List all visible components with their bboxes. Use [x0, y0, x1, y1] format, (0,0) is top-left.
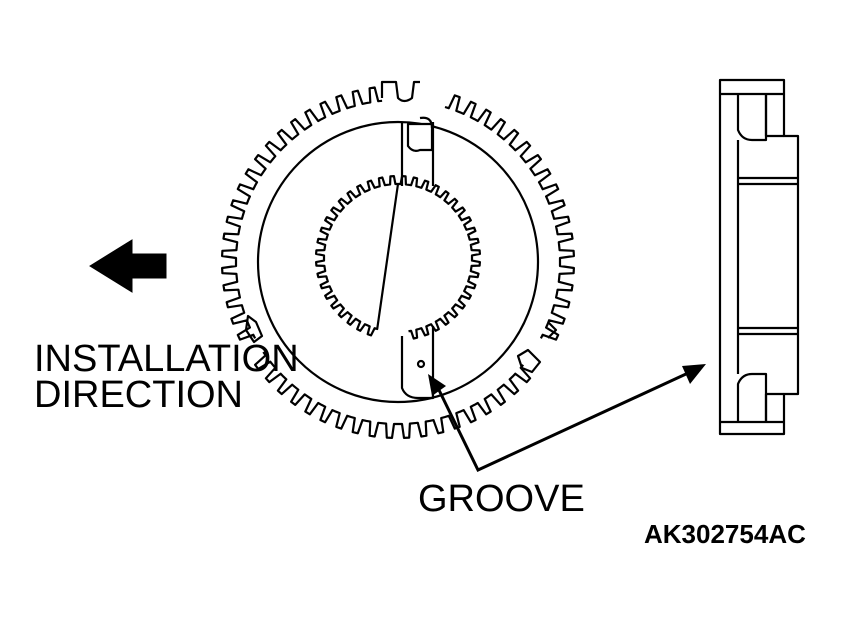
- side-bottom-step: [764, 392, 784, 422]
- right-lug-step: [547, 321, 558, 339]
- synchronizer-ring-front-view: [221, 80, 575, 439]
- leader-arrowhead-side: [682, 364, 706, 384]
- side-profile-outline: [718, 78, 800, 436]
- leader-arrowhead-ring: [428, 374, 446, 396]
- side-top-step: [764, 94, 784, 138]
- side-inner-lower: [736, 372, 768, 422]
- side-inner-upper: [736, 94, 768, 142]
- arrow-left-icon: [89, 239, 167, 293]
- groove-leader: [436, 372, 687, 472]
- figure-reference-code: AK302754AC: [644, 519, 806, 549]
- groove-leader-line: [436, 372, 687, 472]
- installation-direction-label-line2: DIRECTION: [34, 374, 243, 416]
- outer-gear-teeth: [221, 86, 575, 439]
- right-lug: [516, 348, 542, 374]
- groove-label: GROOVE: [418, 478, 585, 520]
- installation-direction-label-line1: INSTALLATION: [34, 338, 299, 380]
- bottom-slot-block: [400, 326, 435, 400]
- ring-inner-circle: [256, 120, 540, 404]
- groove-mark: [416, 359, 426, 369]
- left-lug: [244, 314, 264, 344]
- inner-spline-hub: [315, 175, 481, 340]
- top-notch: [380, 80, 420, 103]
- synchronizer-ring-side-view: [718, 78, 800, 436]
- top-slot-block: [406, 122, 434, 152]
- top-slot-block-edge: [419, 116, 434, 129]
